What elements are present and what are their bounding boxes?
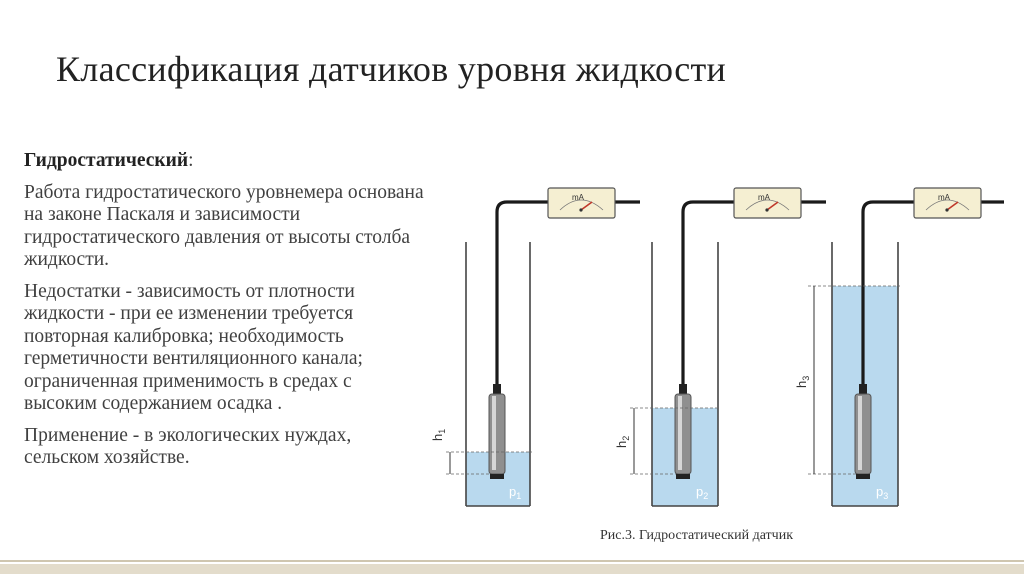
text-heading: Гидростатический: <box>24 150 424 173</box>
panel-2: mA h2 p2 <box>614 187 826 507</box>
figure-caption: Рис.3. Гидростатический датчик <box>600 528 794 543</box>
ammeter-1: mA <box>547 187 616 219</box>
paragraph-drawbacks: Недостатки - зависимость от плотности жи… <box>24 280 363 415</box>
text-block: Гидростатический: Работа гидростатическо… <box>24 150 424 479</box>
sensor-probe-3 <box>854 384 872 479</box>
panel-3: mA h3 p3 <box>794 187 1004 507</box>
p1-label: p1 <box>509 484 521 501</box>
p3-label: p3 <box>876 484 888 501</box>
heading-colon: : <box>188 150 194 171</box>
h2-label: h2 <box>614 436 631 448</box>
ammeter-2: mA <box>733 187 802 219</box>
p2-label: p2 <box>696 484 708 501</box>
cable-2 <box>681 200 826 384</box>
cable-1 <box>495 200 640 384</box>
heading-label: Гидростатический <box>24 150 189 171</box>
hydrostatic-sensor-diagram: mA h1 p1 <box>430 187 1004 507</box>
footer-line <box>0 560 1024 562</box>
meter-unit-2: mA <box>758 193 771 202</box>
paragraph-application: Применение - в экологических нуждах, сел… <box>24 424 352 469</box>
h1-label: h1 <box>430 429 447 441</box>
sensor-probe-1 <box>488 384 506 479</box>
cable-3 <box>861 200 1004 384</box>
h3-label: h3 <box>794 376 811 388</box>
footer-bar <box>0 564 1024 574</box>
paragraph-principle: Работа гидростатического уровнемера осно… <box>24 181 424 271</box>
slide-title: Классификация датчиков уровня жидкости <box>56 49 727 89</box>
meter-unit-1: mA <box>572 193 585 202</box>
meter-unit-3: mA <box>938 193 951 202</box>
panel-1: mA h1 p1 <box>430 187 640 507</box>
ammeter-3: mA <box>913 187 982 219</box>
sensor-probe-2 <box>674 384 692 479</box>
